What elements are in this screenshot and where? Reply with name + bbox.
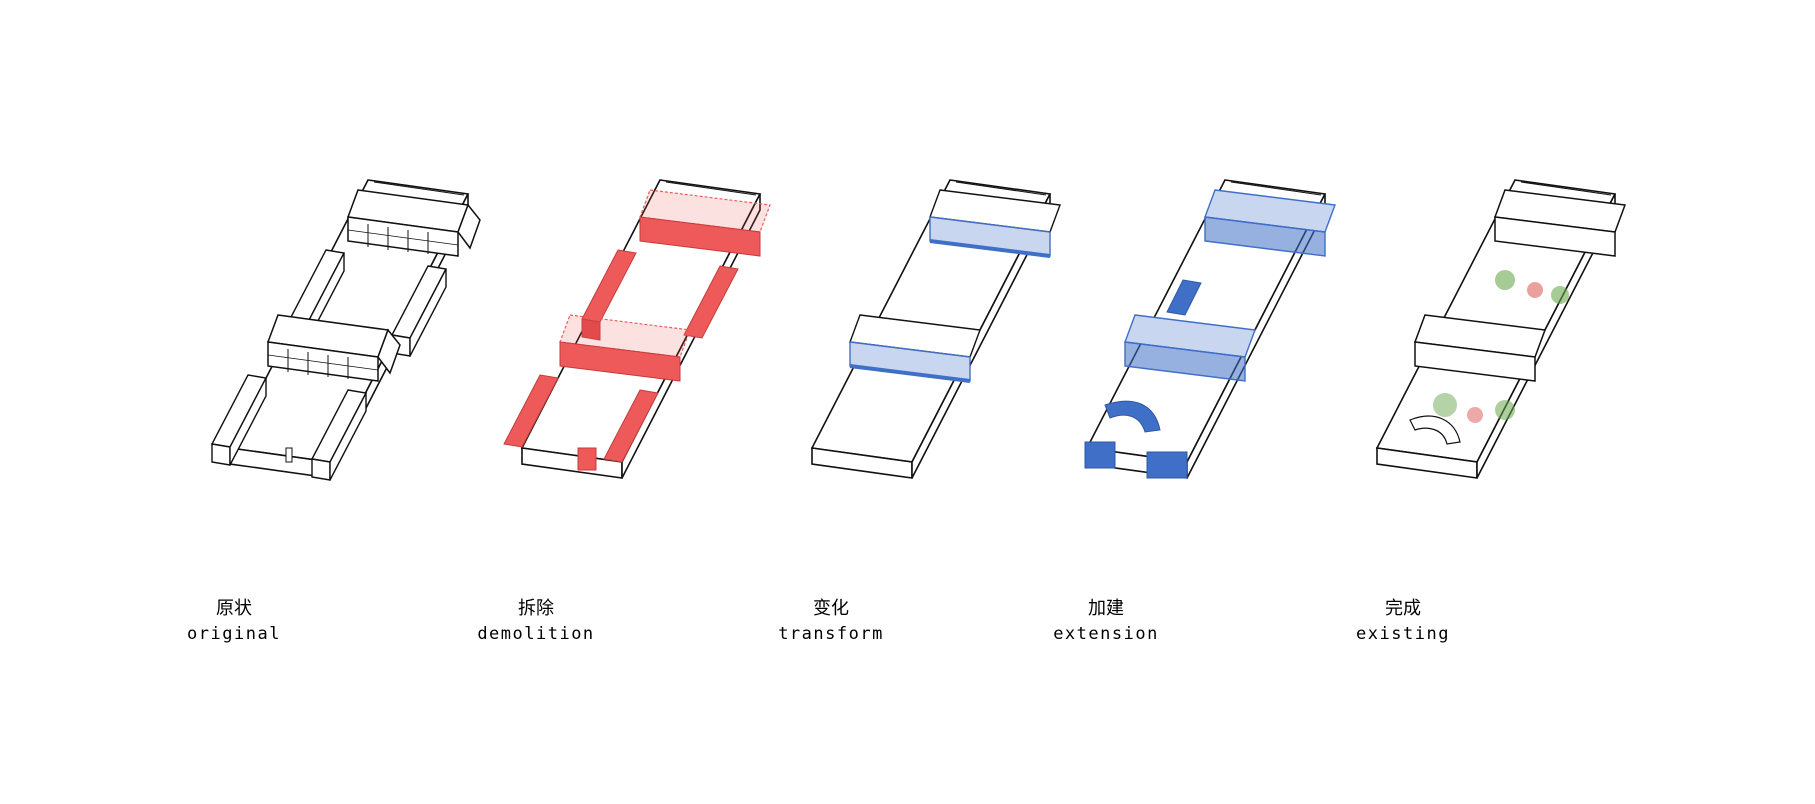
label-transform-cn: 变化: [813, 598, 849, 619]
label-existing: 完成 existing: [1303, 598, 1503, 645]
label-transform-en: transform: [778, 624, 884, 644]
axon-extension: [1084, 179, 1336, 479]
label-extension: 加建 extension: [1006, 598, 1206, 645]
label-original: 原状 original: [134, 598, 334, 645]
label-original-cn: 原状: [216, 598, 252, 619]
label-demolition: 拆除 demolition: [436, 598, 636, 645]
label-demolition-en: demolition: [477, 624, 595, 644]
label-extension-cn: 加建: [1088, 598, 1124, 619]
label-existing-cn: 完成: [1385, 598, 1421, 619]
label-transform: 变化 transform: [731, 598, 931, 645]
axon-existing: [1376, 179, 1627, 479]
label-demolition-cn: 拆除: [518, 598, 554, 619]
axon-original: [211, 179, 481, 481]
label-original-en: original: [187, 624, 281, 644]
label-extension-en: extension: [1053, 624, 1159, 644]
label-existing-en: existing: [1356, 624, 1450, 644]
axon-transform: [811, 179, 1061, 479]
axon-demolition: [503, 179, 771, 479]
